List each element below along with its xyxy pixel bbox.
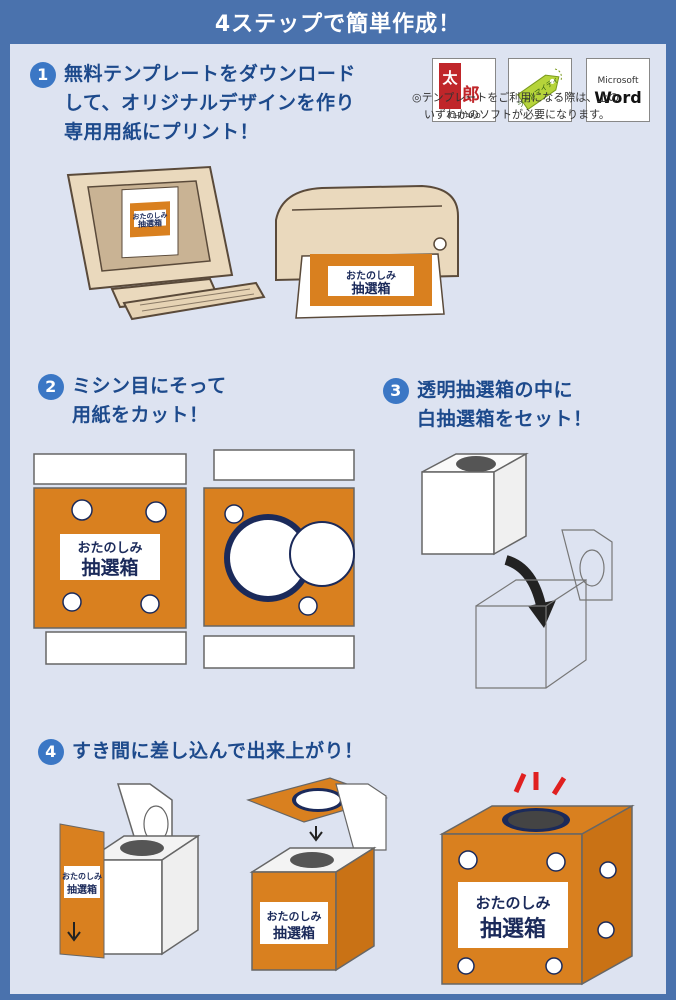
step-4-line-1: すき間に差し込んで出来上がり！ bbox=[72, 740, 364, 762]
header-title: 4ステップで簡単作成！ bbox=[214, 12, 462, 37]
ichitaro-kanji-1: 太 bbox=[442, 69, 458, 87]
printer-illustration: おたのしみ 抽選箱 bbox=[275, 184, 459, 319]
insert-b-label-line-1: おたのしみ bbox=[267, 910, 322, 923]
cut-sheet-top bbox=[203, 449, 355, 669]
screen-label-line-2: 抽選箱 bbox=[138, 218, 162, 229]
finished-label-line-1: おたのしみ bbox=[475, 894, 550, 912]
step-3-line-1: 透明抽選箱の中に bbox=[417, 379, 574, 401]
step-2-title: 2 ミシン目にそって 用紙をカット！ bbox=[38, 372, 227, 430]
step-3-number: 3 bbox=[383, 377, 409, 404]
microsoft-word-logo: Microsoft Word bbox=[586, 58, 650, 122]
software-note-line-2: いずれかのソフトが必要になります。 bbox=[424, 108, 610, 121]
word-label-top: Microsoft bbox=[598, 76, 639, 86]
label-mighty-logo-graphic: ラベルマイティ bbox=[516, 68, 562, 111]
step-1-title: 1 無料テンプレートをダウンロード して、オリジナルデザインを作り 専用用紙にプリ… bbox=[30, 60, 356, 147]
step-4-title: 4 すき間に差し込んで出来上がり！ bbox=[38, 737, 364, 766]
step-3-title: 3 透明抽選箱の中に 白抽選箱をセット！ bbox=[383, 376, 593, 434]
step-2-number: 2 bbox=[38, 373, 64, 400]
ichitaro-logo-graphic: 太 郎 ICHITARO bbox=[439, 63, 481, 120]
step-4-number: 4 bbox=[38, 738, 64, 765]
finished-box: おたのしみ 抽選箱 bbox=[439, 772, 635, 986]
word-label-main: Word bbox=[594, 88, 641, 107]
label-mighty-logo: ラベルマイティ bbox=[508, 58, 572, 122]
microsoft-word-logo-graphic: Microsoft Word bbox=[594, 76, 641, 107]
insert-a-label-line-1: おたのしみ bbox=[62, 871, 102, 881]
sheet-label-line-1: おたのしみ bbox=[77, 541, 142, 556]
cut-sheet-front: おたのしみ 抽選箱 bbox=[33, 453, 187, 665]
box-insert-illustration bbox=[421, 452, 613, 689]
ichitaro-kanji-2: 郎 bbox=[462, 84, 480, 106]
ichitaro-logo: 太 郎 ICHITARO bbox=[432, 58, 496, 122]
printed-label-line-2: 抽選箱 bbox=[351, 281, 390, 297]
step-2-line-2: 用紙をカット！ bbox=[72, 404, 209, 426]
screen-label-line-1: おたのしみ bbox=[133, 210, 168, 221]
insert-a-label-line-2: 抽選箱 bbox=[67, 883, 97, 896]
insert-b-label-line-2: 抽選箱 bbox=[273, 925, 315, 942]
finished-label-line-2: 抽選箱 bbox=[480, 916, 546, 942]
software-note-line-1: ◎テンプレートをご利用になる際は、上の bbox=[412, 91, 620, 104]
step-1-line-2: して、オリジナルデザインを作り bbox=[64, 92, 355, 114]
step-1-number: 1 bbox=[30, 61, 56, 88]
step-1-line-1: 無料テンプレートをダウンロード bbox=[64, 63, 356, 85]
step-1-line-3: 専用用紙にプリント！ bbox=[64, 121, 260, 143]
page-header: 4ステップで簡単作成！ bbox=[0, 0, 676, 44]
software-note: ◎テンプレートをご利用になる際は、上の いずれかのソフトが必要になります。 bbox=[412, 89, 662, 123]
step-3-line-2: 白抽選箱をセット！ bbox=[417, 408, 593, 430]
insert-step-b: おたのしみ 抽選箱 bbox=[246, 777, 388, 972]
sheet-label-line-2: 抽選箱 bbox=[81, 556, 138, 579]
ichitaro-label: ICHITARO bbox=[447, 112, 481, 120]
sparkle-lines bbox=[513, 772, 567, 796]
insert-step-a: おたのしみ 抽選箱 bbox=[59, 783, 201, 959]
step-2-line-1: ミシン目にそって bbox=[72, 375, 227, 397]
computer-illustration: おたのしみ 抽選箱 bbox=[66, 165, 266, 321]
printed-label-line-1: おたのしみ bbox=[346, 270, 396, 282]
